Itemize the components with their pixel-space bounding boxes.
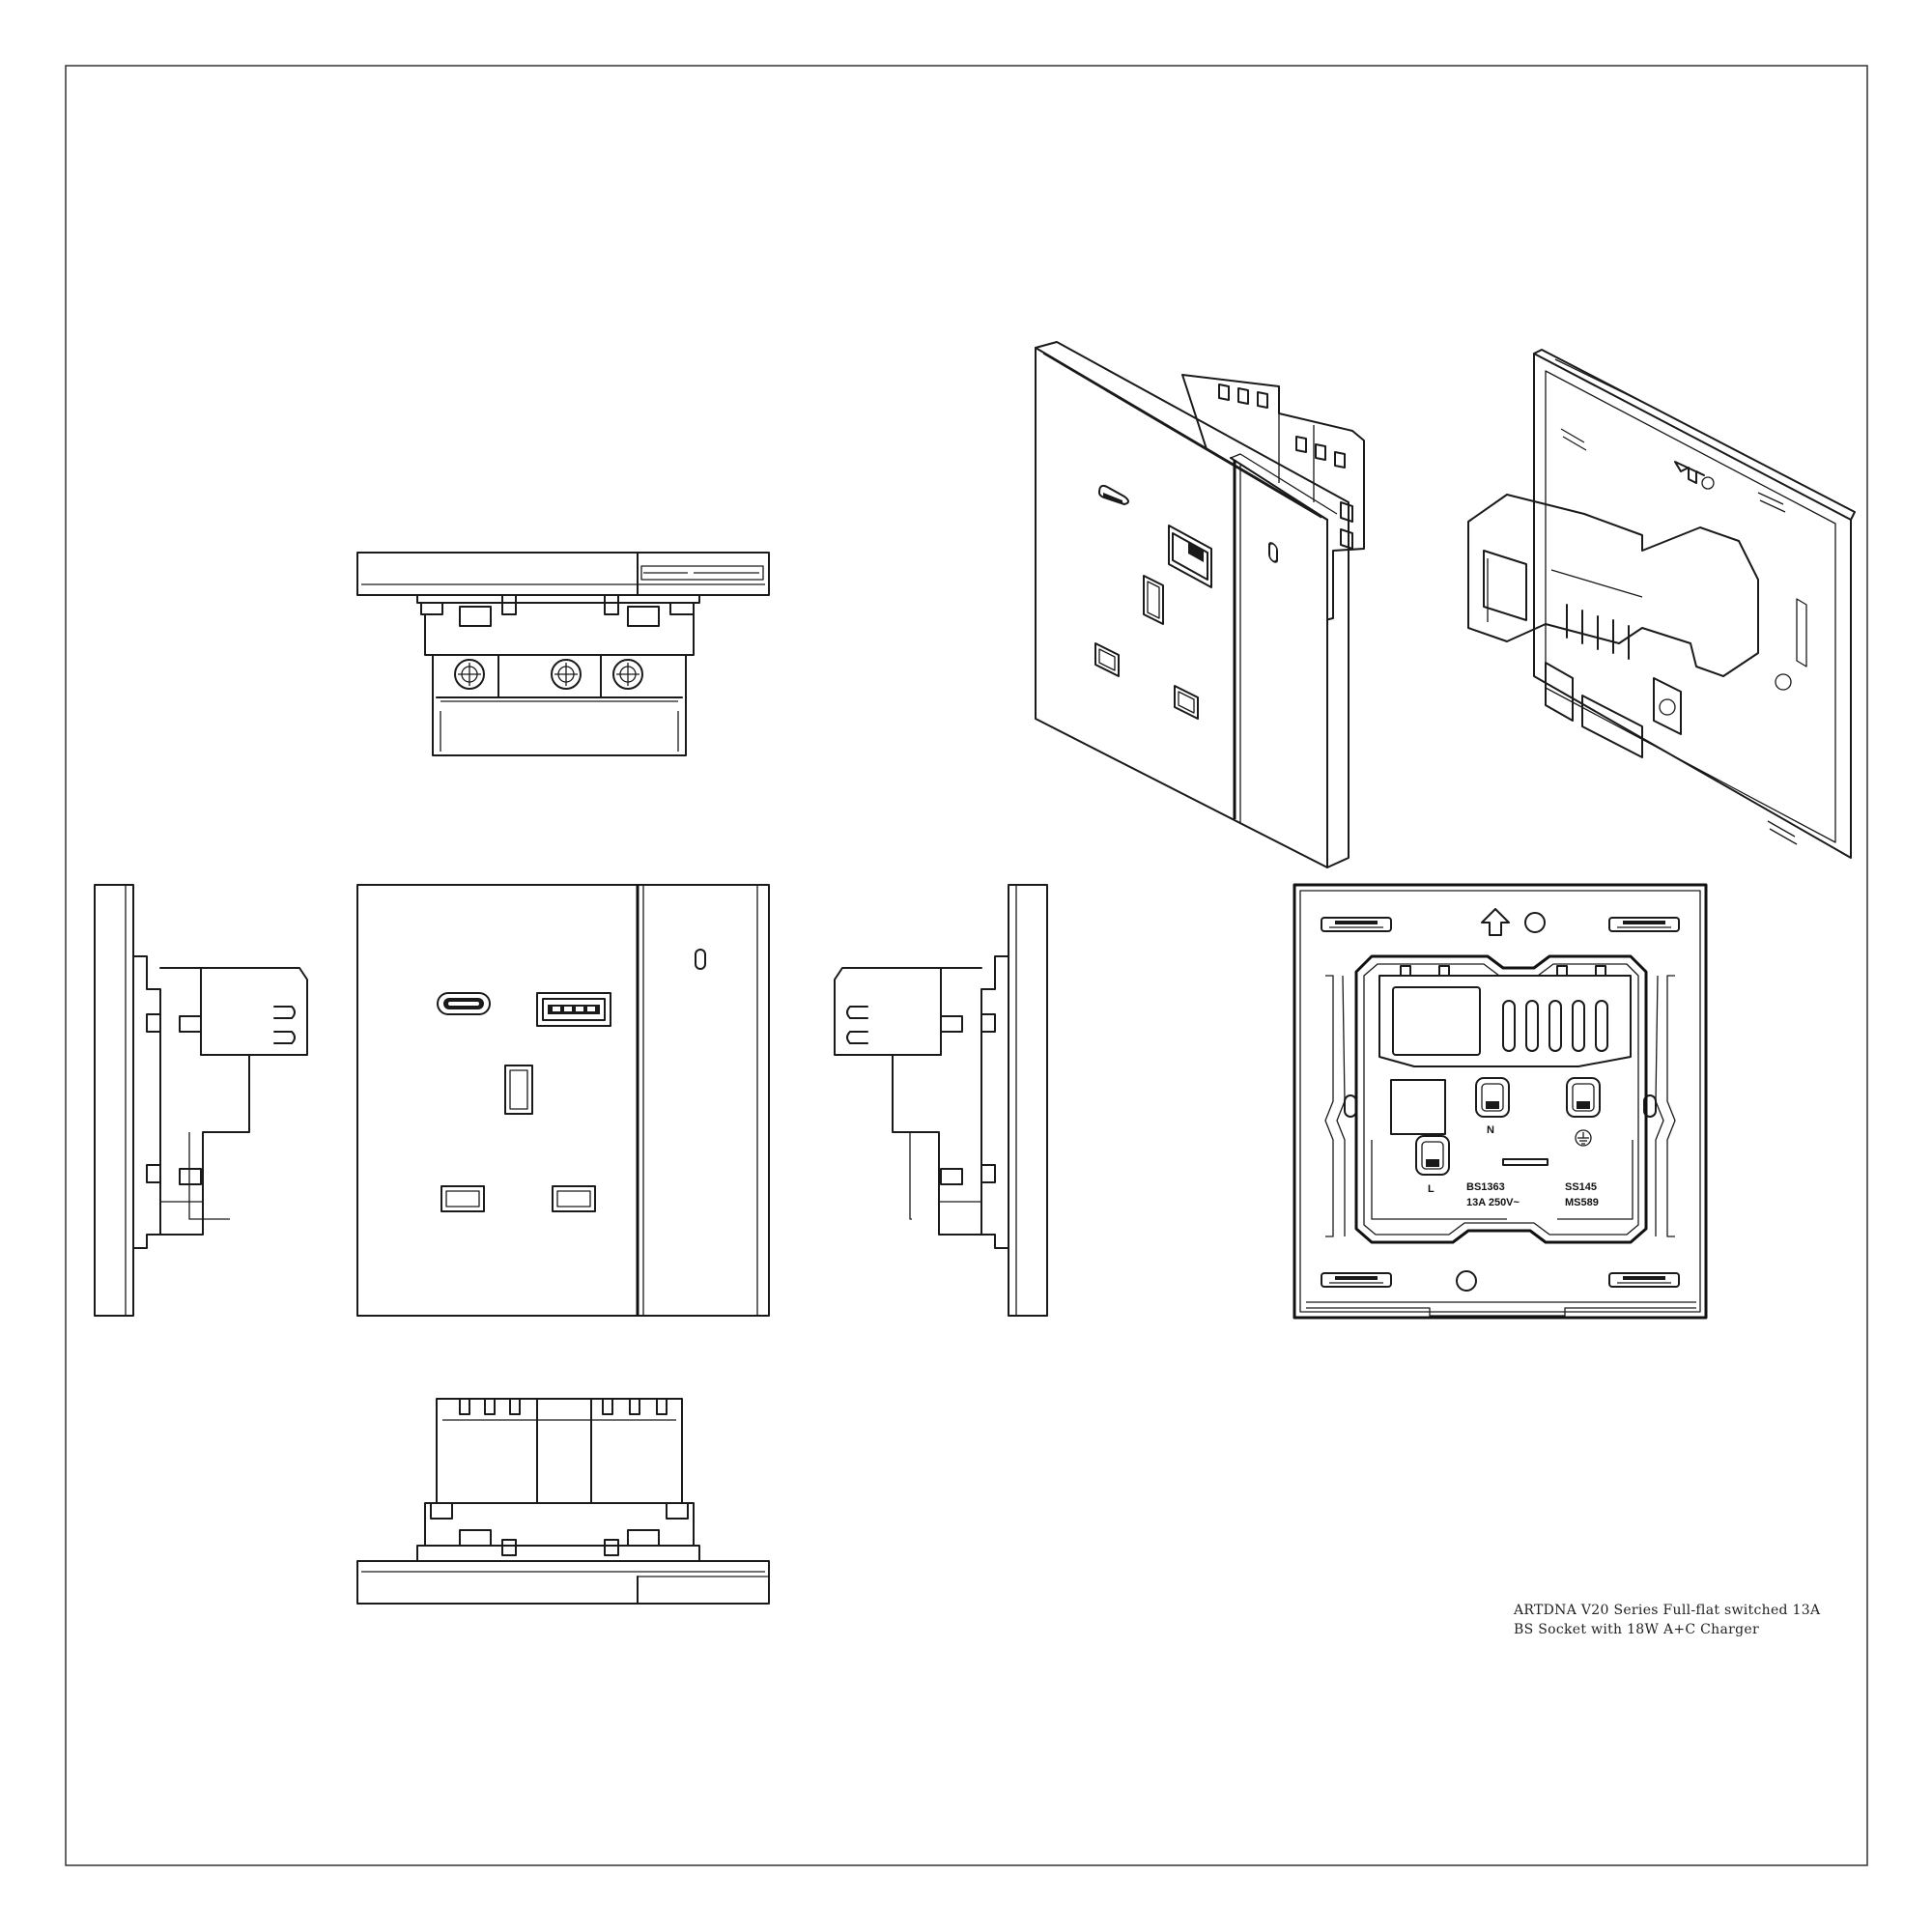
earth-symbol-icon xyxy=(1575,1129,1592,1147)
neutral-terminal xyxy=(1475,1077,1510,1118)
caption-line-2: BS Socket with 18W A+C Charger xyxy=(1514,1622,1759,1637)
isometric-front-view xyxy=(1035,341,1365,868)
terminal-screw-1 xyxy=(454,659,485,690)
isometric-rear-view xyxy=(1467,349,1856,859)
front-view xyxy=(356,884,770,1317)
fixing-slot-br xyxy=(1608,1272,1680,1288)
rear-view: N L BS1363 13A 250V~ SS145 MS589 xyxy=(1293,883,1708,1320)
neutral-label: N xyxy=(1487,1124,1494,1136)
earth-terminal xyxy=(1566,1077,1601,1118)
standard-label-bs: BS1363 xyxy=(1466,1181,1505,1193)
terminal-screw-3 xyxy=(612,659,643,690)
usb-c-port xyxy=(437,992,491,1015)
charger-module-window xyxy=(1392,986,1481,1056)
standard-label-ss: SS145 xyxy=(1565,1181,1597,1193)
earth-pin-slot xyxy=(504,1065,533,1115)
fixing-slot-tl xyxy=(1321,917,1392,932)
sheet-border xyxy=(65,65,1868,1866)
live-pin-slot xyxy=(440,1185,485,1212)
left-side-view xyxy=(94,884,308,1317)
fixing-hole-bottom xyxy=(1456,1270,1477,1292)
bottom-view xyxy=(356,1398,770,1605)
fixing-hole-top xyxy=(1524,912,1546,933)
right-side-view xyxy=(834,884,1048,1317)
live-label: L xyxy=(1428,1183,1435,1195)
live-terminal xyxy=(1415,1135,1450,1176)
product-caption: ARTDNA V20 Series Full-flat switched 13A… xyxy=(1514,1601,1919,1639)
up-arrow-icon xyxy=(1481,908,1510,936)
terminal-screw-2 xyxy=(551,659,582,690)
fixing-slot-bl xyxy=(1321,1272,1392,1288)
standard-label-ms: MS589 xyxy=(1565,1197,1599,1208)
fixing-slot-tr xyxy=(1608,917,1680,932)
switch-indicator xyxy=(695,949,706,970)
neutral-pin-slot xyxy=(552,1185,596,1212)
caption-line-1: ARTDNA V20 Series Full-flat switched 13A xyxy=(1514,1603,1821,1618)
usb-a-port xyxy=(536,992,611,1027)
rating-label: 13A 250V~ xyxy=(1466,1197,1520,1208)
top-view xyxy=(356,552,770,756)
